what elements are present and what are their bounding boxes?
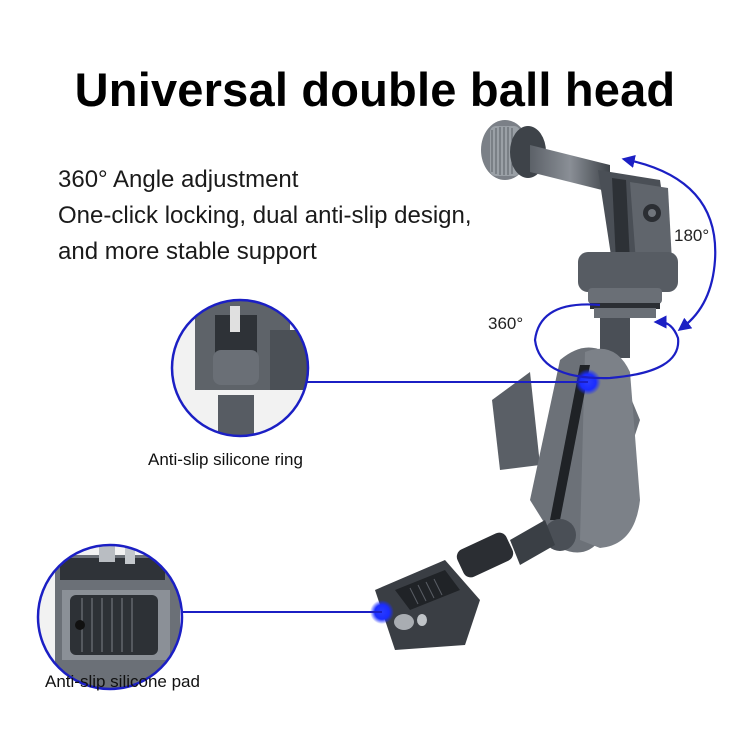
feature-line-support: and more stable support — [58, 238, 317, 265]
rotation-180-arc — [621, 154, 717, 331]
lower-clamp — [375, 520, 555, 650]
callout-label-silicone-pad: Anti-slip silicone pad — [45, 672, 200, 691]
feature-line-angle: 360° Angle adjustment — [58, 166, 299, 193]
callout-label-silicone-ring: Anti-slip silicone ring — [148, 450, 303, 469]
silicone-ring-detail — [170, 298, 310, 438]
rotation-360-arc — [533, 303, 680, 380]
angle-label-360: 360° — [488, 314, 524, 333]
silicone-pad-detail — [36, 543, 184, 691]
ball-clamp-arm — [492, 347, 640, 553]
feature-line-locking: One-click locking, dual anti-slip design… — [58, 202, 472, 229]
gopro-mount — [578, 170, 678, 358]
page-title: Universal double ball head — [74, 63, 676, 116]
thumb-screw-knob — [481, 120, 610, 192]
angle-label-180: 180° — [674, 226, 710, 245]
